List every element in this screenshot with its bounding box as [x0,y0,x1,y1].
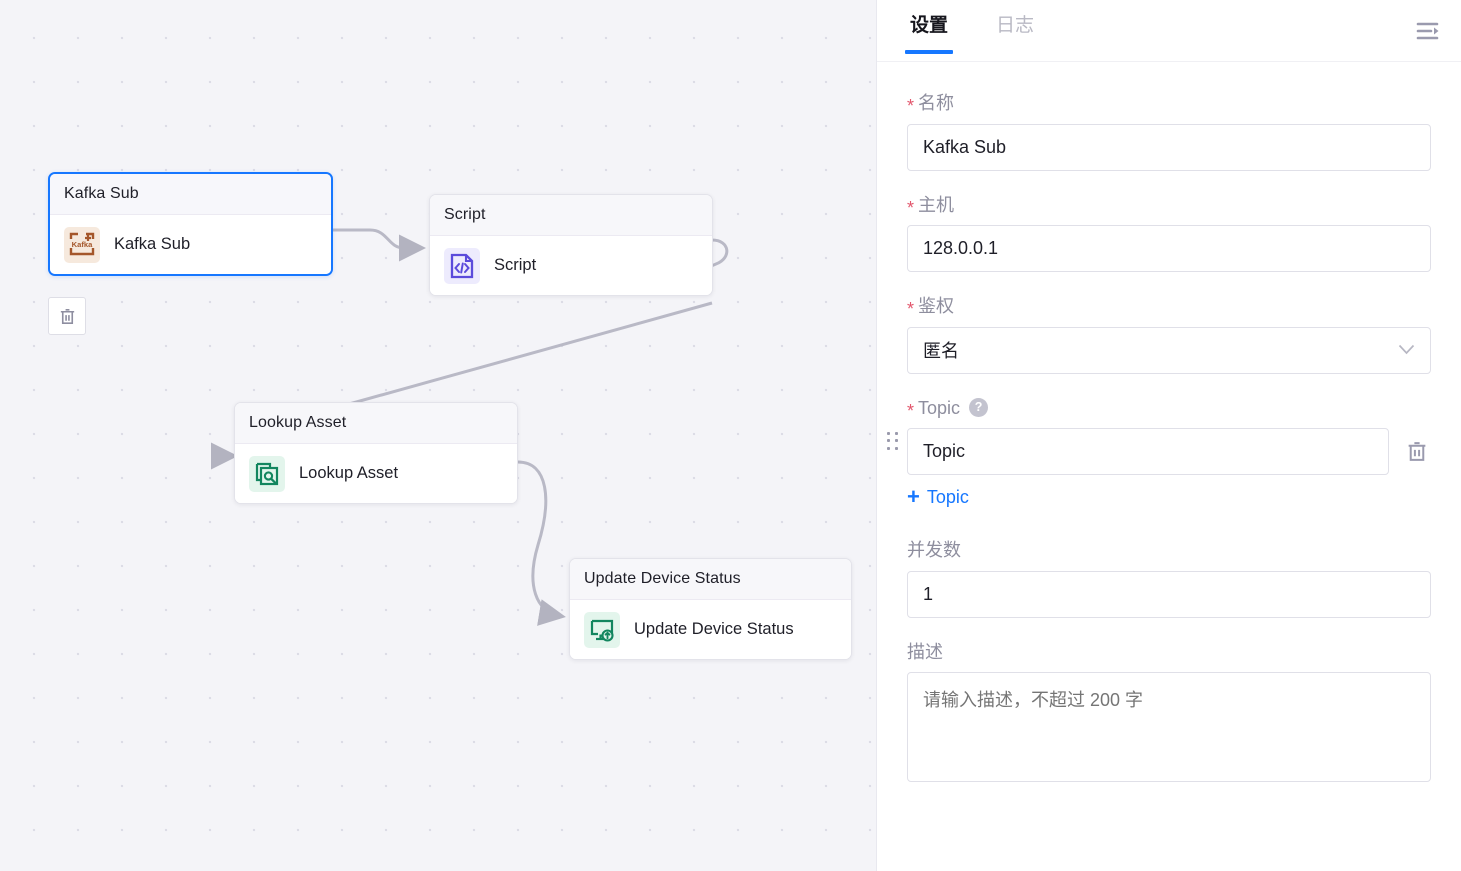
field-auth: * 鉴权 匿名 [907,295,1431,374]
field-topic: * Topic ? Topic + [887,397,1431,510]
edge-script-to-lookup [341,301,713,408]
node-title: Script [430,195,712,236]
field-name-label: * 名称 [907,92,1431,115]
concurrency-input[interactable]: 1 [907,570,1431,618]
field-topic-label: * Topic ? [907,397,1431,420]
node-body: Script [430,236,712,295]
settings-form: * 名称 Kafka Sub * 主机 128.0.0.1 * 鉴权 [877,62,1461,871]
edge-lookup-to-update [517,460,566,626]
svg-text:Kafka: Kafka [72,240,93,249]
panel-tab-bar: 设置 日志 [877,0,1461,62]
collapse-panel-icon[interactable] [1411,14,1445,48]
flow-node-script[interactable]: Script Script [429,194,713,296]
node-label: Script [494,256,537,274]
name-input[interactable]: Kafka Sub [907,123,1431,171]
required-mark: * [907,96,915,117]
node-delete-button[interactable] [48,297,86,335]
script-code-icon [444,247,480,284]
add-topic-label: Topic [926,486,969,507]
label-text: 名称 [918,93,955,113]
node-label: Update Device Status [634,620,794,638]
description-textarea[interactable] [907,672,1431,782]
required-mark: * [907,400,915,421]
trash-icon [60,308,74,324]
help-icon[interactable]: ? [969,398,989,418]
field-host: * 主机 128.0.0.1 [907,194,1431,272]
topic-row: Topic [907,428,1431,475]
node-title: Update Device Status [570,559,851,600]
tab-logs[interactable]: 日志 [996,15,1035,36]
label-text: 鉴权 [918,296,955,316]
flow-canvas[interactable]: Kafka Sub Kafka Kafka Sub [0,0,876,871]
edge-kafka-to-script [332,228,426,262]
field-concurrency-label: 并发数 [907,540,961,560]
field-auth-label: * 鉴权 [907,295,1431,318]
add-topic-button[interactable]: + Topic [907,486,969,508]
properties-panel: 设置 日志 * 名称 Kafka Sub * [876,0,1461,871]
required-mark: * [907,197,915,218]
flow-node-update-device-status[interactable]: Update Device Status Update Device Statu… [569,558,852,660]
trash-icon [1408,442,1426,461]
field-concurrency: 并发数 1 [907,539,1431,618]
label-text: 主机 [918,194,955,215]
node-label: Kafka Sub [114,235,191,253]
field-description: 描述 [907,641,1431,788]
field-description-label: 描述 [907,641,943,662]
node-label: Lookup Asset [299,464,399,482]
lookup-asset-icon [249,455,285,492]
field-host-label: * 主机 [907,194,1431,217]
host-input[interactable]: 128.0.0.1 [907,225,1431,272]
node-body: Lookup Asset [235,444,517,503]
field-name: * 名称 Kafka Sub [907,92,1431,171]
flow-node-lookup-asset[interactable]: Lookup Asset Lookup Asset [234,402,518,504]
node-title: Lookup Asset [235,403,517,444]
kafka-icon: Kafka [64,226,100,263]
update-device-status-icon [584,611,620,648]
topic-drag-handle[interactable] [887,431,899,452]
flow-node-kafka-sub[interactable]: Kafka Sub Kafka Kafka Sub [48,172,333,276]
label-text: Topic [918,397,961,418]
node-body: Kafka Kafka Sub [50,215,331,274]
node-title: Kafka Sub [50,174,331,215]
chevron-down-icon [1398,343,1415,358]
auth-select-value: 匿名 [923,341,959,361]
auth-select[interactable]: 匿名 [907,326,1431,374]
plus-icon: + [907,484,920,509]
tab-settings[interactable]: 设置 [904,15,954,54]
topic-delete-button[interactable] [1403,437,1431,467]
required-mark: * [907,299,915,320]
topic-input[interactable]: Topic [907,428,1389,475]
node-body: Update Device Status [570,600,851,659]
